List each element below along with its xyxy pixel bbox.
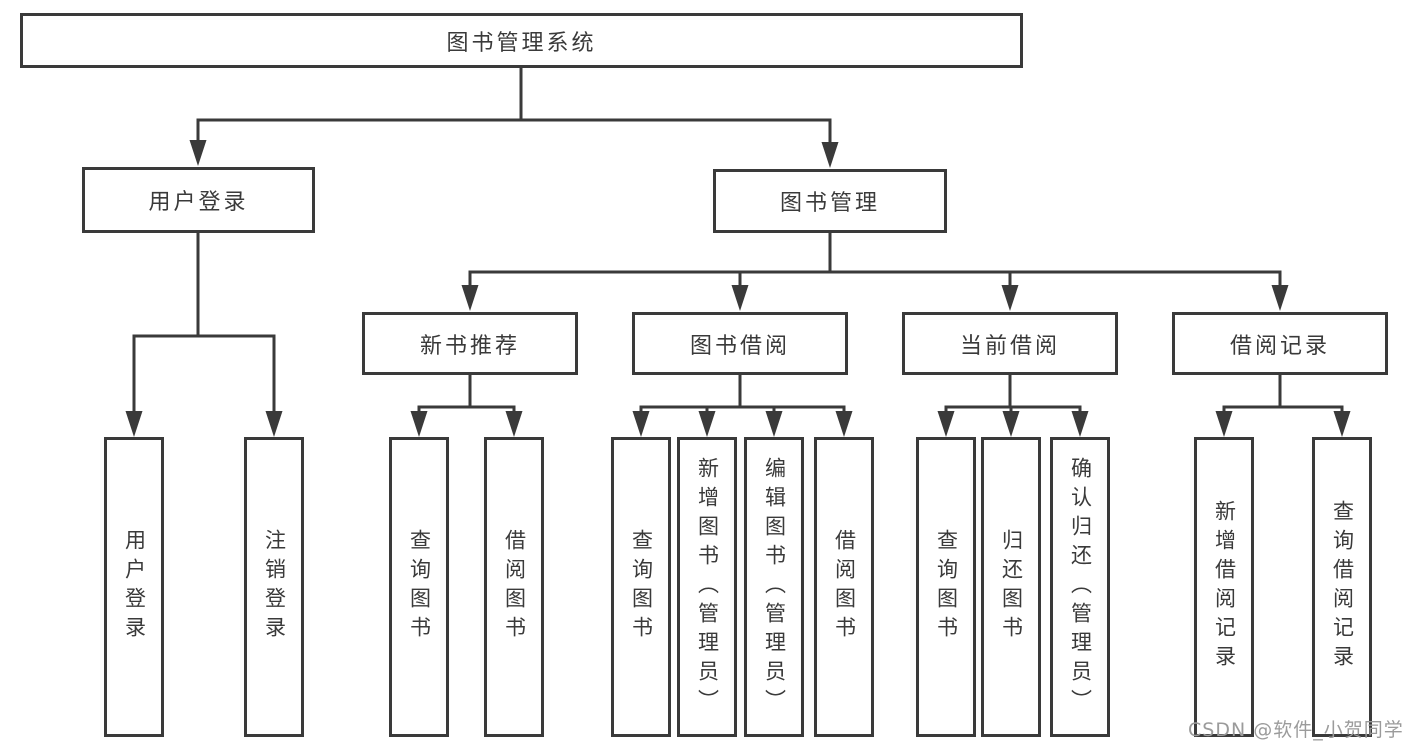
leaf-newbooks-query-books-label: 查询图书 <box>407 529 432 645</box>
leaf-records-query-record: 查询借阅记录 <box>1312 437 1372 737</box>
node-book-borrow: 图书借阅 <box>632 312 848 375</box>
leaf-current-return-books: 归还图书 <box>981 437 1041 737</box>
leaf-current-confirm-return-admin-label: 确认归还（管理员） <box>1068 456 1093 718</box>
leaf-borrow-borrow-books: 借阅图书 <box>814 437 874 737</box>
node-user-login: 用户登录 <box>82 167 315 233</box>
leaf-records-add-record: 新增借阅记录 <box>1194 437 1254 737</box>
leaf-records-query-record-label: 查询借阅记录 <box>1330 500 1355 674</box>
node-root: 图书管理系统 <box>20 13 1023 68</box>
leaf-borrow-edit-books-admin-label: 编辑图书（管理员） <box>762 456 787 718</box>
node-borrow-records: 借阅记录 <box>1172 312 1388 375</box>
leaf-newbooks-borrow-books: 借阅图书 <box>484 437 544 737</box>
leaf-current-query-books-label: 查询图书 <box>934 529 959 645</box>
leaf-borrow-query-books: 查询图书 <box>611 437 671 737</box>
leaf-borrow-query-books-label: 查询图书 <box>629 529 654 645</box>
node-borrow-records-label: 借阅记录 <box>1229 333 1330 359</box>
leaf-current-return-books-label: 归还图书 <box>999 529 1024 645</box>
leaf-current-confirm-return-admin: 确认归还（管理员） <box>1050 437 1110 737</box>
node-root-label: 图书管理系统 <box>446 30 597 56</box>
leaf-current-query-books: 查询图书 <box>916 437 976 737</box>
node-user-login-label: 用户登录 <box>148 190 249 215</box>
leaf-borrow-add-books-admin-label: 新增图书（管理员） <box>695 456 720 718</box>
node-new-book-recommend: 新书推荐 <box>362 312 578 375</box>
leaf-logout-login-label: 注销登录 <box>262 529 287 645</box>
node-current-borrow: 当前借阅 <box>902 312 1118 375</box>
leaf-borrow-borrow-books-label: 借阅图书 <box>832 529 857 645</box>
leaf-records-add-record-label: 新增借阅记录 <box>1212 500 1237 674</box>
watermark: CSDN @软件_小贺同学 <box>1188 719 1404 741</box>
leaf-logout-login: 注销登录 <box>244 437 304 737</box>
node-book-management: 图书管理 <box>713 169 947 233</box>
node-current-borrow-label: 当前借阅 <box>959 333 1060 359</box>
arrowhead-icons <box>125 140 1351 437</box>
leaf-newbooks-borrow-books-label: 借阅图书 <box>502 529 527 645</box>
leaf-borrow-add-books-admin: 新增图书（管理员） <box>677 437 737 737</box>
leaf-user-login: 用户登录 <box>104 437 164 737</box>
leaf-newbooks-query-books: 查询图书 <box>389 437 449 737</box>
leaf-borrow-edit-books-admin: 编辑图书（管理员） <box>744 437 804 737</box>
node-new-book-recommend-label: 新书推荐 <box>419 333 520 359</box>
node-book-management-label: 图书管理 <box>779 191 880 216</box>
node-book-borrow-label: 图书借阅 <box>689 333 790 359</box>
leaf-user-login-label: 用户登录 <box>122 529 147 645</box>
